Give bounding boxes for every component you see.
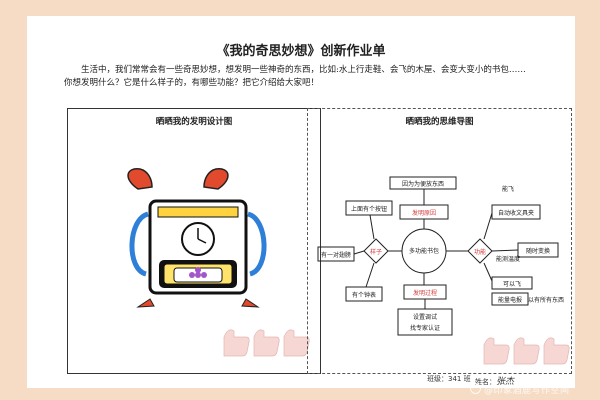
center-label: 多功能书包 [409, 247, 439, 255]
name-field: 姓名：张杰 [475, 374, 514, 387]
left-thruster-icon [136, 298, 155, 308]
name-label: 姓名： [475, 378, 496, 386]
right-wing-icon [203, 168, 229, 190]
watermark-text: @印象酒鹿写作空间 [484, 386, 570, 396]
svg-text:设置调试: 设置调试 [413, 313, 437, 321]
svg-text:发明过程: 发明过程 [413, 289, 437, 297]
right-thruster-icon [241, 298, 260, 308]
class-label: 班级： [427, 375, 448, 383]
svg-text:能量电报: 能量电报 [498, 296, 522, 304]
class-value: 341 班 [448, 375, 471, 383]
thumbs-up-stamps-left [223, 329, 310, 357]
svg-text:功能: 功能 [474, 248, 486, 256]
svg-text:以有所有东西: 以有所有东西 [528, 296, 564, 304]
mind-map: 多功能书包 发明原因 样子 功能 发明过程 因为为便放东西 上面有个按钮 有一 [317, 176, 570, 365]
svg-text:能飞: 能飞 [502, 185, 514, 193]
left-strap [129, 211, 150, 277]
watermark: @印象酒鹿写作空间 [470, 383, 570, 396]
worksheet-title: 《我的奇思妙想》创新作业单 [216, 44, 386, 59]
intro-text: 生活中，我们常常会有一些奇思妙想，想发明一些神奇的东西，比如:水上行走鞋、会飞的… [64, 64, 564, 90]
svg-text:样子: 样子 [370, 248, 382, 256]
svg-text:上面有个按钮: 上面有个按钮 [351, 205, 387, 213]
hub-shape [363, 238, 389, 264]
intro-line-2: 你想发明什么？它是什么样子的，有哪些功能？把它介绍给大家吧！ [64, 78, 320, 88]
class-field: 班级：341 班 [427, 374, 471, 384]
hub-function [467, 238, 493, 264]
flower-button-icon [195, 272, 201, 278]
svg-text:因为为便放东西: 因为为便放东西 [402, 180, 444, 188]
intro-line-1: 生活中，我们常常会有一些奇思妙想，想发明一些神奇的东西，比如:水上行走鞋、会飞的… [81, 65, 526, 75]
thumbs-up-stamps-right [483, 337, 570, 365]
backpack-drawing [127, 168, 310, 357]
svg-text:自动收文具夹: 自动收文具夹 [498, 209, 534, 217]
svg-text:发明原因: 发明原因 [412, 209, 436, 217]
name-signature: 张杰 [496, 377, 515, 387]
svg-text:找专家认证: 找专家认证 [410, 324, 440, 332]
worksheet-page: 《我的奇思妙想》创新作业单 生活中，我们常常会有一些奇思妙想，想发明一些神奇的东… [27, 16, 575, 388]
mind-map-title: 晒晒我的思维导图 [405, 117, 474, 127]
mind-map-panel: 晒晒我的思维导图 多功能书包 发明原因 样子 功能 发明过程 因为为便放东西 [307, 108, 572, 374]
left-wing-icon [127, 168, 153, 190]
svg-text:随时变换: 随时变换 [526, 247, 550, 255]
svg-text:可以飞: 可以飞 [503, 281, 521, 288]
svg-text:有一对翅膀: 有一对翅膀 [321, 251, 351, 259]
design-drawing-title: 晒晒我的发明设计图 [155, 117, 233, 127]
svg-text:有个钟表: 有个钟表 [352, 291, 376, 299]
svg-text:能测温度: 能测温度 [496, 255, 520, 263]
right-strap [246, 211, 267, 277]
design-drawing-panel: 晒晒我的发明设计图 [67, 108, 321, 374]
top-yellow-band [157, 206, 239, 218]
watermark-logo-icon [470, 383, 481, 394]
